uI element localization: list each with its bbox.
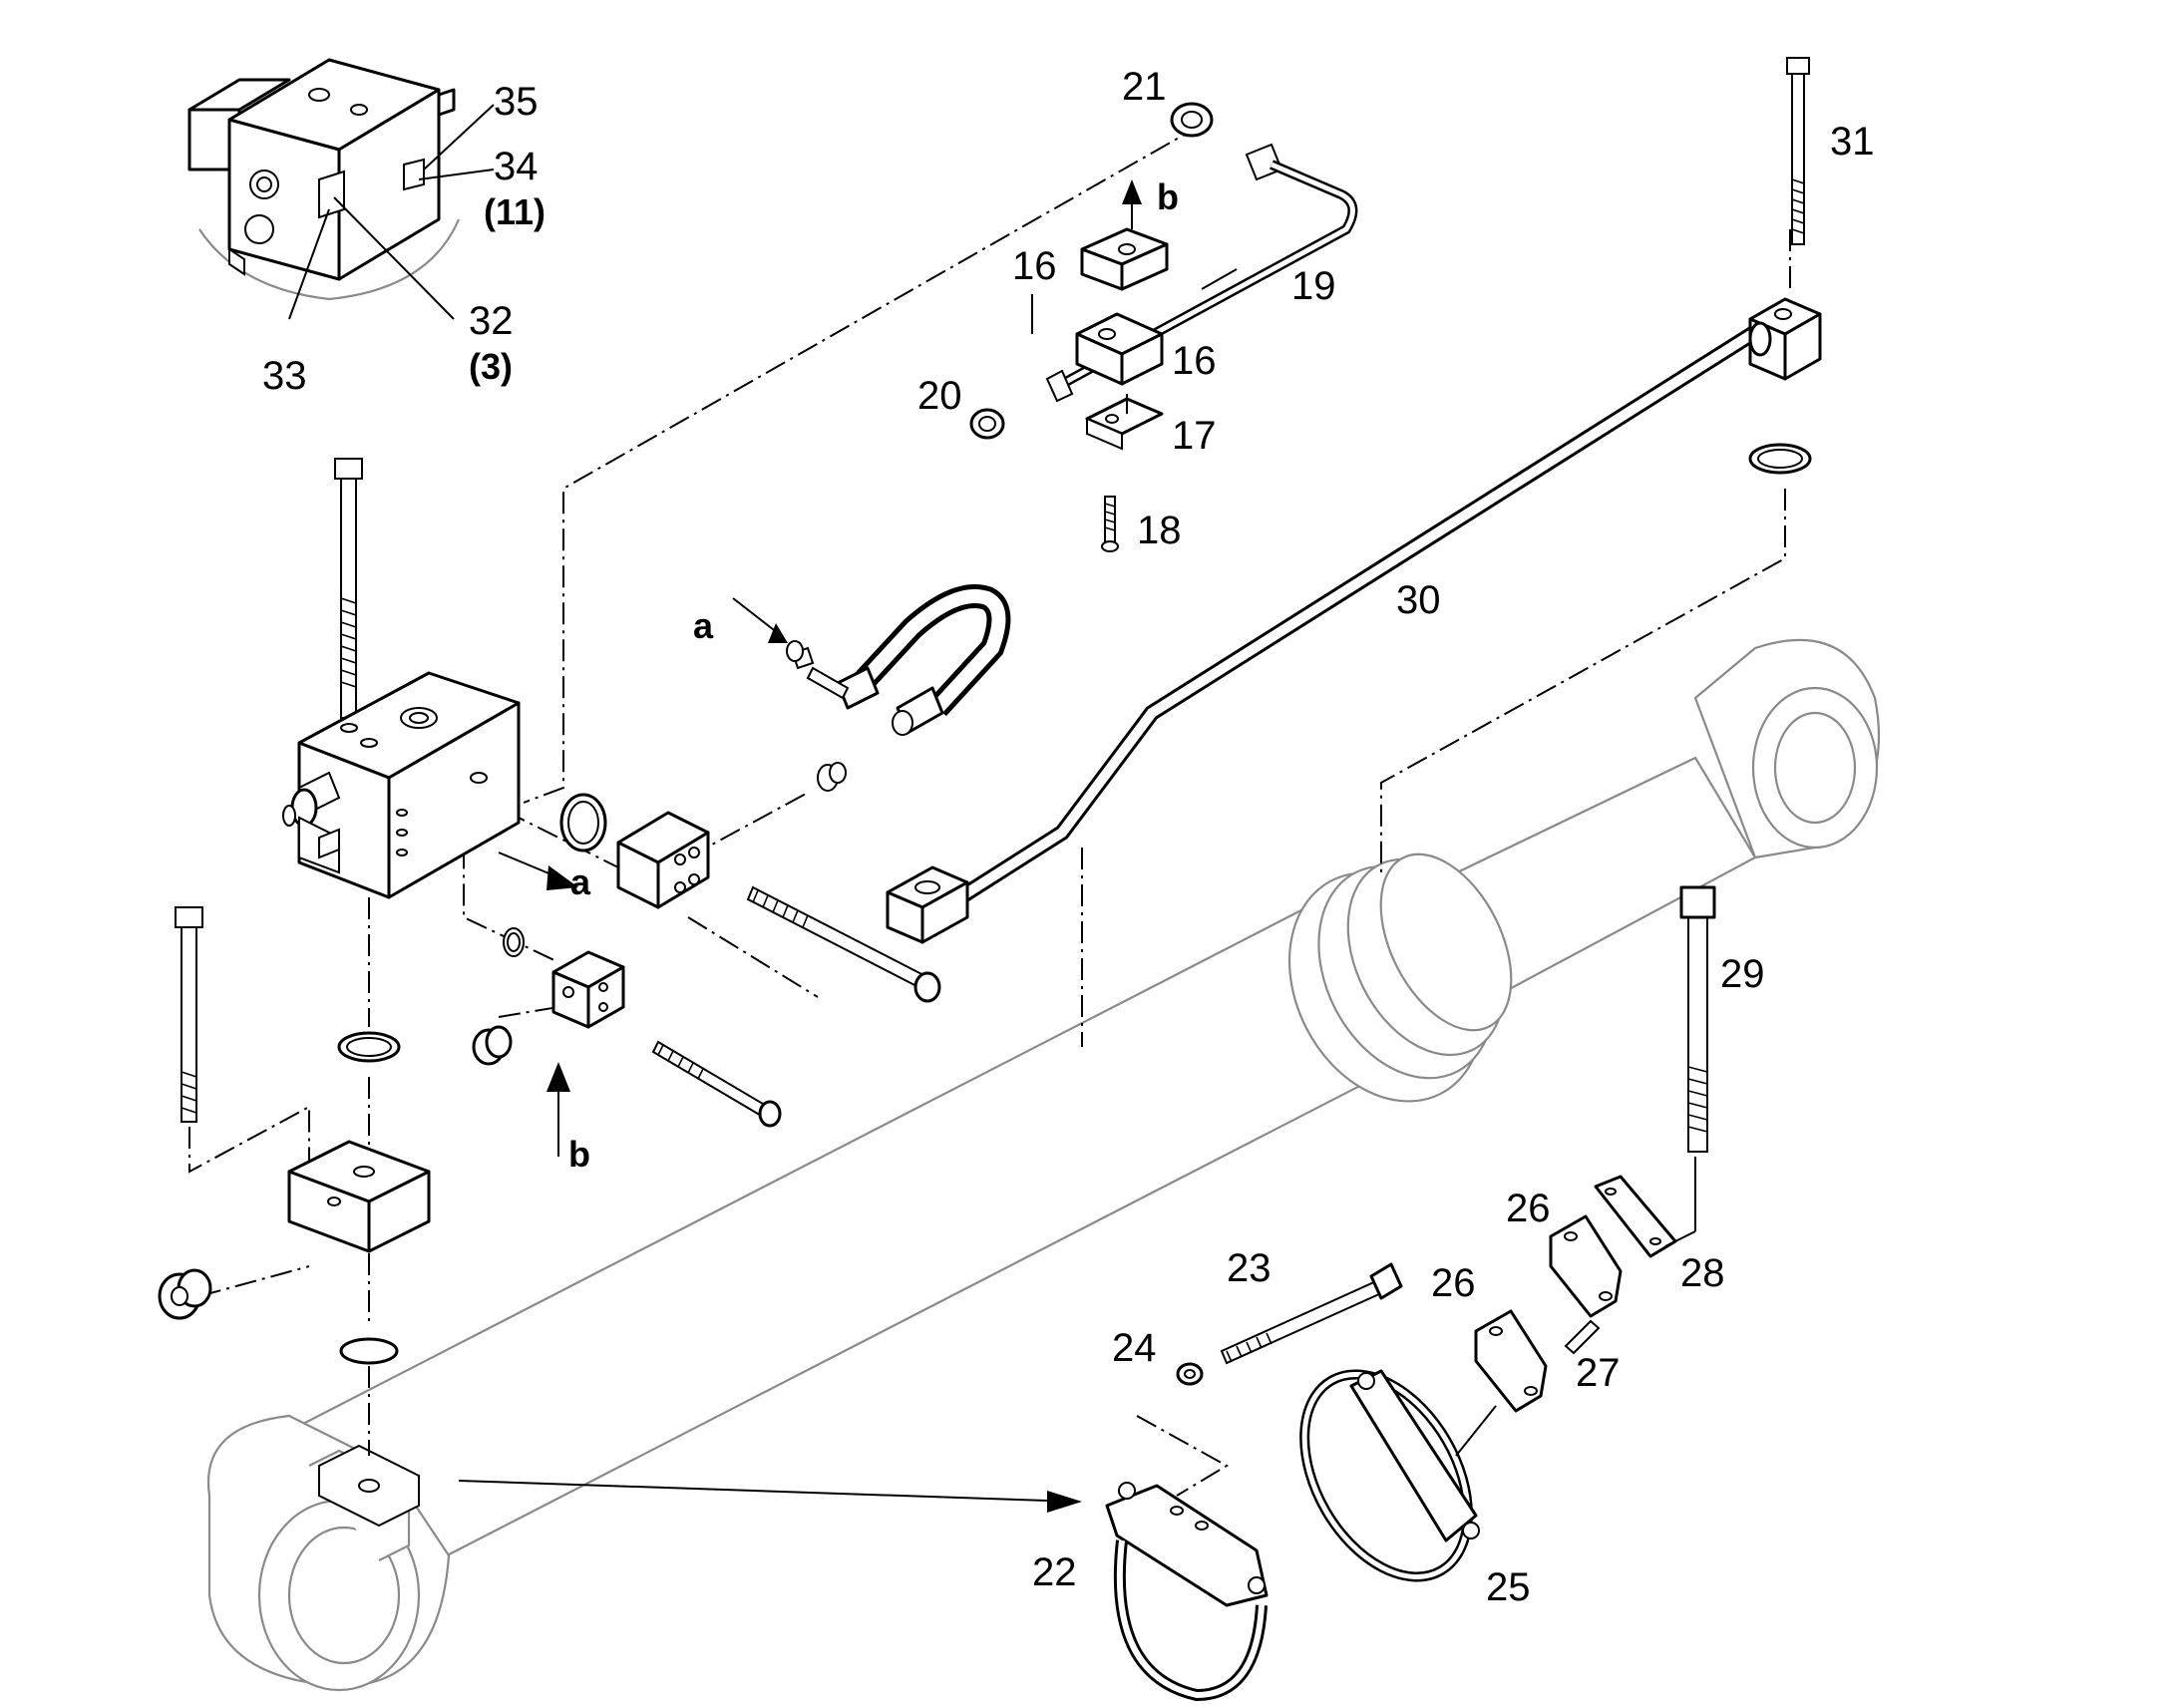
label-24: 24 — [1112, 1326, 1157, 1370]
label-22: 22 — [1032, 1550, 1077, 1594]
label-35: 35 — [494, 80, 539, 124]
label-b-bottom: b — [568, 1134, 590, 1175]
label-26-upper: 26 — [1506, 1187, 1551, 1230]
label-18: 18 — [1137, 509, 1182, 552]
label-34: 34 — [494, 145, 539, 188]
label-a-hose: a — [693, 605, 714, 646]
label-28: 28 — [1680, 1251, 1725, 1295]
clamp-22 — [1105, 1482, 1269, 1702]
label-23: 23 — [1227, 1246, 1272, 1290]
hydraulic-cylinder — [206, 638, 1881, 1692]
label-20: 20 — [917, 374, 962, 418]
bolt-23 — [1176, 1262, 1403, 1386]
label-17: 17 — [1172, 414, 1217, 458]
hydraulic-hose — [786, 584, 1011, 792]
label-27: 27 — [1576, 1351, 1621, 1395]
label-a-block: a — [570, 861, 591, 902]
label-32: 32 — [469, 299, 514, 343]
adapter-block — [616, 811, 941, 1003]
label-31: 31 — [1830, 120, 1875, 164]
label-34-qty: (11) — [484, 191, 545, 232]
label-b-top: b — [1157, 176, 1179, 217]
label-30: 30 — [1396, 578, 1441, 622]
label-26-lower: 26 — [1431, 1261, 1476, 1305]
clamp-25 — [1299, 1369, 1480, 1582]
callout-labels: 35 34 (11) 32 (3) 33 21 b 16 19 16 20 17… — [262, 65, 1875, 1609]
valve-block-detail — [187, 58, 461, 301]
clamp-halves — [1474, 885, 1716, 1413]
label-32-qty: (3) — [469, 346, 513, 387]
main-valve-block — [282, 458, 521, 899]
hydraulic-tube — [886, 57, 1822, 944]
label-19: 19 — [1291, 264, 1336, 308]
leader-lines — [288, 104, 1696, 1513]
label-16-top: 16 — [1012, 244, 1057, 288]
o-ring-inner — [567, 801, 599, 845]
label-16-bottom: 16 — [1172, 339, 1217, 383]
label-33: 33 — [262, 354, 307, 398]
label-29: 29 — [1720, 952, 1765, 996]
left-block-stack — [158, 906, 431, 1365]
label-25: 25 — [1486, 1565, 1531, 1609]
pipe-assembly — [969, 102, 1358, 552]
label-21: 21 — [1122, 65, 1167, 109]
small-adapter-block — [472, 927, 782, 1128]
